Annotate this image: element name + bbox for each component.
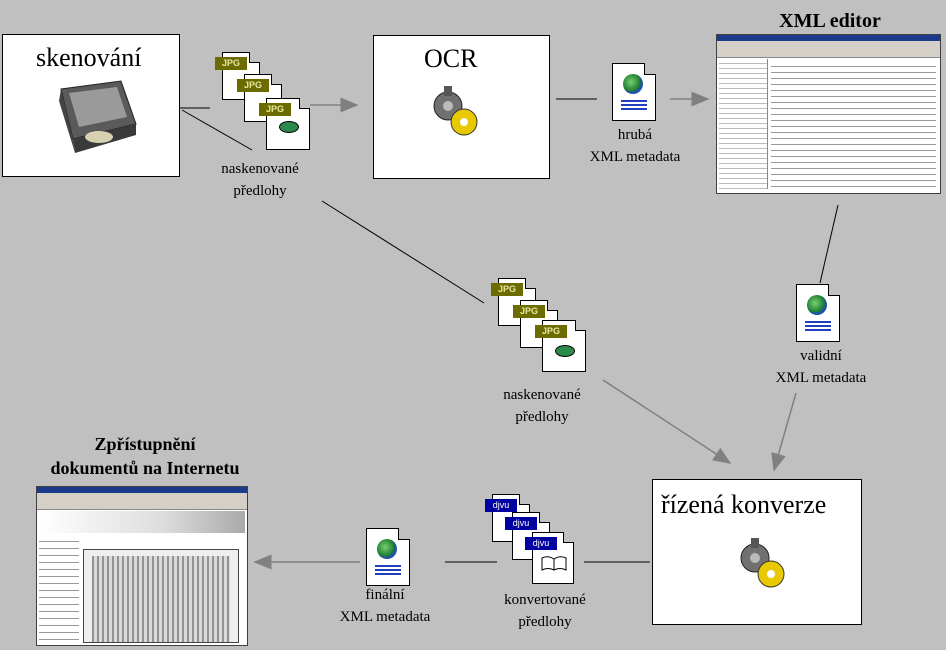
valid-xml-document	[796, 284, 840, 342]
jpg-stack-top: JPG JPG JPG	[210, 50, 310, 150]
scanned-top-line2: předlohy	[233, 183, 287, 199]
converted-label: konvertované předlohy	[480, 589, 610, 633]
valid-xml-label: validní XML metadata	[758, 345, 884, 389]
scanned-top-label: naskenované předlohy	[205, 158, 315, 202]
raw-xml-line2: XML metadata	[589, 149, 681, 165]
text-lines	[805, 321, 831, 333]
raw-xml-line1: hrubá	[617, 127, 653, 143]
publishing-title-line1: Zpřístupnění	[94, 434, 196, 454]
toolbar	[717, 49, 940, 58]
scanning-title: skenování	[36, 43, 142, 72]
final-xml-line1: finální	[365, 587, 405, 603]
scanned-page-view	[83, 549, 239, 643]
jpg-file-3: JPG	[535, 320, 586, 372]
globe-icon	[377, 539, 397, 559]
djvu-file-2: djvu	[505, 512, 550, 560]
link-editor-to-valid	[819, 204, 839, 284]
xml-editor-title: XML editor	[779, 10, 881, 32]
globe-icon	[807, 295, 827, 315]
valid-xml-line2: XML metadata	[775, 370, 867, 386]
final-xml-label: finální XML metadata	[320, 584, 450, 628]
browser-screenshot	[36, 486, 248, 646]
text-lines	[621, 100, 647, 112]
final-xml-document	[366, 528, 410, 586]
djvu-tag: djvu	[485, 499, 517, 512]
scanned-mid-line1: naskenované	[503, 387, 581, 403]
page-banner	[39, 511, 245, 533]
page-sidebar	[39, 535, 79, 643]
titlebar	[37, 487, 247, 493]
editor-content	[771, 61, 936, 189]
scanned-top-line1: naskenované	[221, 161, 299, 177]
text-lines	[375, 565, 401, 577]
jpg-tag: JPG	[535, 325, 567, 338]
publishing-title-line2: dokumentů na Internetu	[50, 458, 240, 478]
raw-xml-label: hrubá XML metadata	[570, 124, 700, 168]
valid-xml-line1: validní	[800, 348, 842, 364]
ocr-title: OCR	[424, 44, 478, 73]
raw-xml-document	[612, 63, 656, 121]
link-scan-to-label	[181, 109, 253, 151]
scanned-mid-line2: předlohy	[515, 409, 569, 425]
book-icon	[541, 556, 567, 571]
editor-tree	[719, 59, 768, 189]
ocr-box: OCR	[373, 35, 550, 179]
link-label-to-jpgs	[321, 200, 485, 304]
publishing-title: Zpřístupnění dokumentů na Internetu	[20, 432, 270, 480]
arrow-jpgs-to-conversion	[602, 379, 732, 464]
jpg-tag: JPG	[491, 283, 523, 296]
djvu-stack: djvu djvu djvu	[484, 492, 584, 588]
eye-icon	[555, 345, 575, 357]
jpg-tag: JPG	[215, 57, 247, 70]
conversion-box: řízená konverze	[652, 479, 862, 625]
address-bar	[37, 501, 247, 510]
djvu-file-3: djvu	[525, 532, 574, 584]
jpg-tag: JPG	[513, 305, 545, 318]
converted-line1: konvertované	[504, 592, 586, 608]
xml-editor-screenshot	[716, 34, 941, 194]
titlebar	[717, 35, 940, 41]
jpg-tag: JPG	[259, 103, 291, 116]
jpg-file-2: JPG	[513, 300, 558, 348]
arrow-valid-to-conversion	[771, 392, 797, 472]
gears-icon	[433, 86, 478, 136]
scanning-box: skenování	[2, 34, 180, 177]
eye-icon	[279, 121, 299, 133]
conversion-title: řízená konverze	[661, 490, 827, 519]
jpg-file-3: JPG	[259, 98, 310, 150]
scanner-icon	[59, 80, 137, 153]
final-xml-line2: XML metadata	[339, 609, 431, 625]
jpg-tag: JPG	[237, 79, 269, 92]
djvu-tag: djvu	[505, 517, 537, 530]
gears-icon	[740, 538, 785, 588]
scanned-mid-label: naskenované předlohy	[487, 384, 597, 428]
converted-line2: předlohy	[518, 614, 572, 630]
djvu-tag: djvu	[525, 537, 557, 550]
globe-icon	[623, 74, 643, 94]
jpg-stack-middle: JPG JPG JPG	[488, 276, 588, 376]
